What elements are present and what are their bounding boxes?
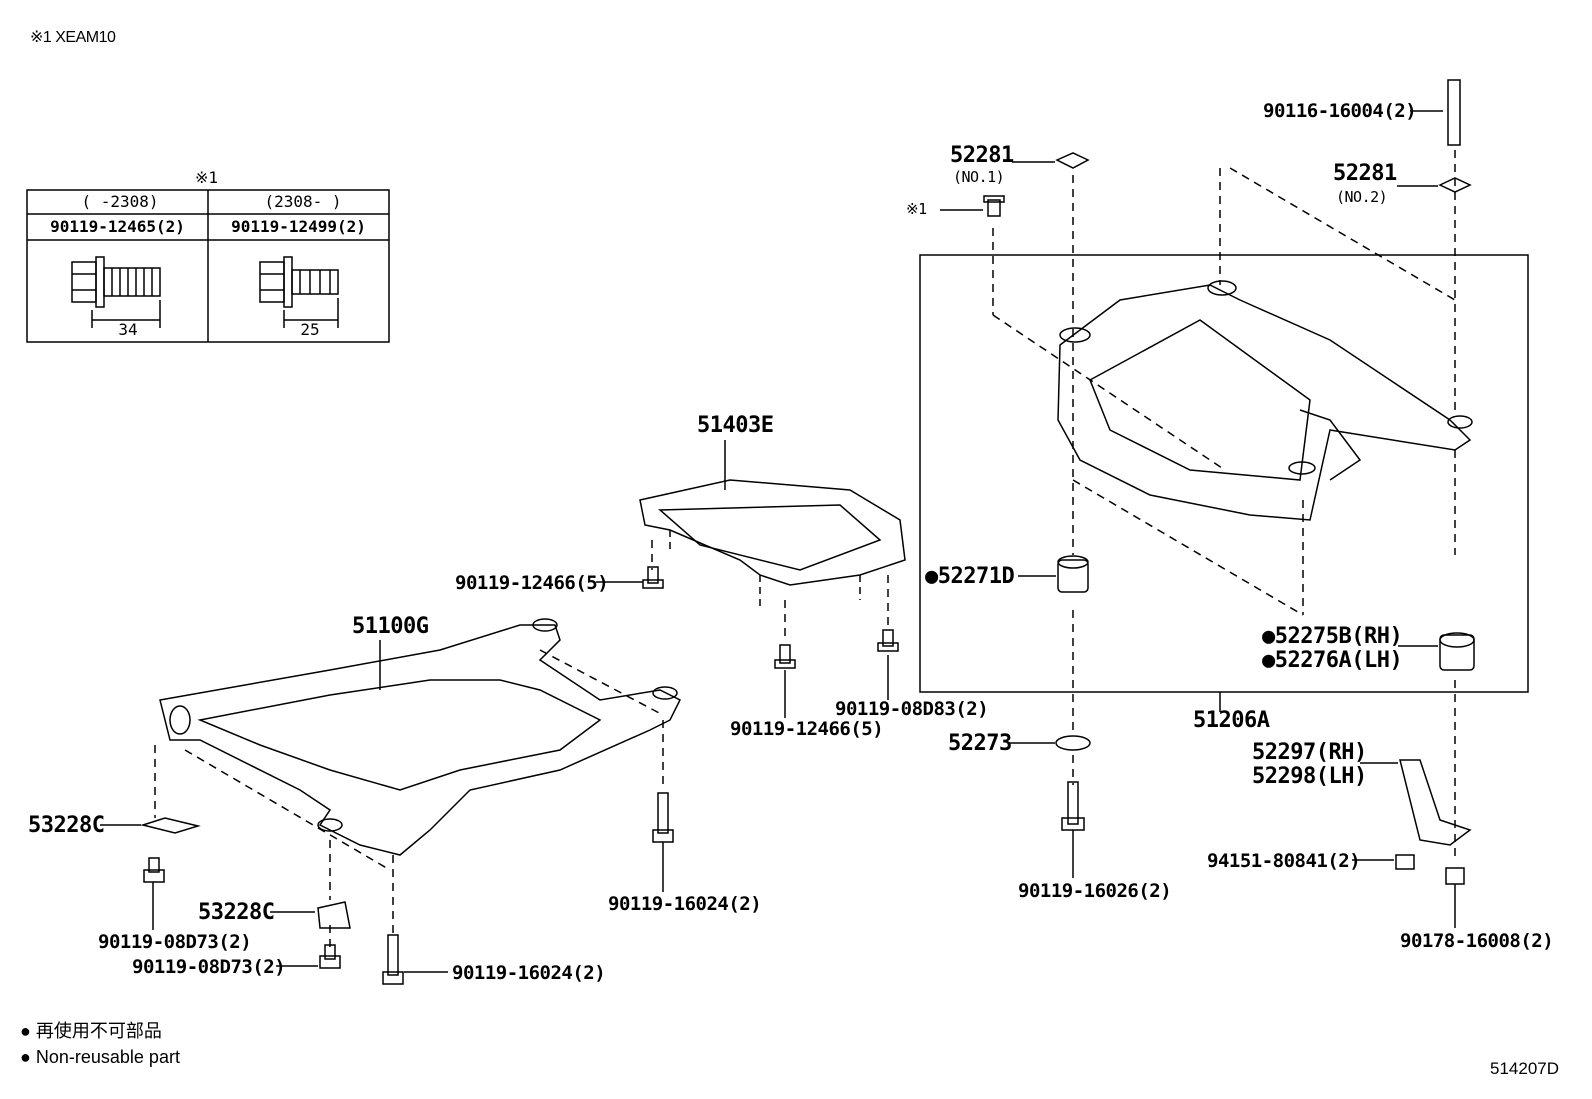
leader-lines	[100, 110, 1456, 973]
callout-51206A: 51206A	[1193, 708, 1270, 733]
callout-90119-16024-right: 90119-16024(2)	[608, 893, 762, 915]
callout-52281-no2-sub: (NO.2)	[1336, 188, 1388, 206]
callout-52271D: ●52271D	[925, 564, 1015, 589]
table-col2-part: 90119-12499(2)	[231, 217, 366, 236]
bolt-sketch-long	[71, 256, 161, 328]
callout-90119-12466-lower: 90119-12466(5)	[730, 718, 884, 740]
callout-90119-16026: 90119-16026(2)	[1018, 880, 1172, 902]
rear-subframe-drawing	[1057, 280, 1473, 521]
callout-52276A: ●52276A(LH)	[1262, 648, 1403, 673]
callout-53228C-upper: 53228C	[28, 813, 105, 838]
table-col1-part: 90119-12465(2)	[50, 217, 185, 236]
brace-plate-drawing	[639, 479, 906, 610]
figure-id: 514207D	[1490, 1059, 1560, 1078]
callout-52275B: ●52275B(RH)	[1262, 624, 1403, 649]
callout-51403E: 51403E	[697, 413, 774, 438]
callout-53228C-lower: 53228C	[198, 900, 275, 925]
table-col2-length: 25	[300, 320, 320, 339]
bolt-sketch-short	[259, 256, 339, 328]
table-col2-header: (2308- )	[264, 192, 342, 211]
callout-90119-08D73-bottom: 90119-08D73(2)	[132, 956, 286, 978]
callout-52273: 52273	[948, 731, 1012, 756]
callout-51100G: 51100G	[352, 614, 429, 639]
callout-90119-08D73-left: 90119-08D73(2)	[98, 931, 252, 953]
front-subframe-drawing	[159, 618, 682, 856]
callout-52281-no2: 52281	[1333, 161, 1397, 186]
callout-52298: 52298(LH)	[1252, 764, 1367, 789]
fastener-glyphs	[140, 79, 1475, 985]
model-note: ※1 XEAM10	[30, 29, 116, 46]
table-col1-length: 34	[118, 320, 138, 339]
assembly-guide-lines	[154, 150, 1456, 950]
callout-90119-16024-bottom: 90119-16024(2)	[452, 962, 606, 984]
bolt-table	[26, 189, 390, 343]
callout-90178-16008: 90178-16008(2)	[1400, 930, 1554, 952]
legend-japanese: ● 再使用不可部品	[20, 1021, 162, 1041]
table-ref-mark: ※1	[195, 168, 219, 187]
callout-94151-80841: 94151-80841(2)	[1207, 850, 1361, 872]
callout-note-mark: ※1	[906, 200, 927, 218]
callout-90116-16004: 90116-16004(2)	[1263, 100, 1417, 122]
callout-52281-no1-sub: (NO.1)	[953, 168, 1005, 186]
legend-english: ● Non-reusable part	[20, 1047, 180, 1067]
table-col1-header: ( -2308)	[81, 192, 159, 211]
callout-90119-12466-upper: 90119-12466(5)	[455, 572, 609, 594]
callout-52281-no1: 52281	[950, 143, 1014, 168]
callout-52297: 52297(RH)	[1252, 740, 1367, 765]
subassembly-box-51206A	[919, 254, 1529, 693]
callout-90119-08D83: 90119-08D83(2)	[835, 698, 989, 720]
